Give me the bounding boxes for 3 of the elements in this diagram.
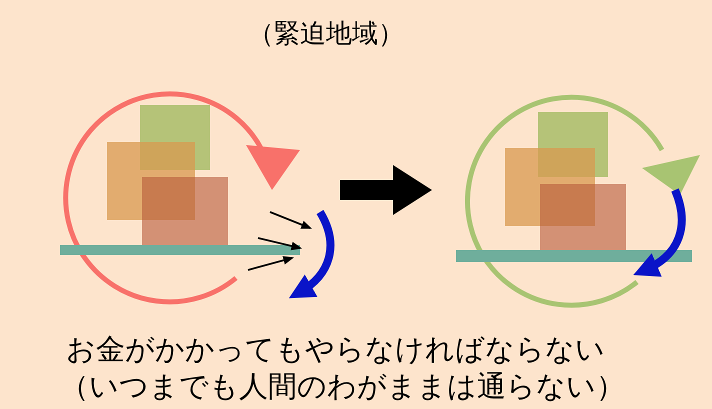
- caption-text: （いつまでも人間のわがままは通らない）: [60, 368, 625, 405]
- caption-text: お金がかかってもやらなければならない: [66, 331, 605, 368]
- title: （緊迫地域）: [248, 18, 404, 51]
